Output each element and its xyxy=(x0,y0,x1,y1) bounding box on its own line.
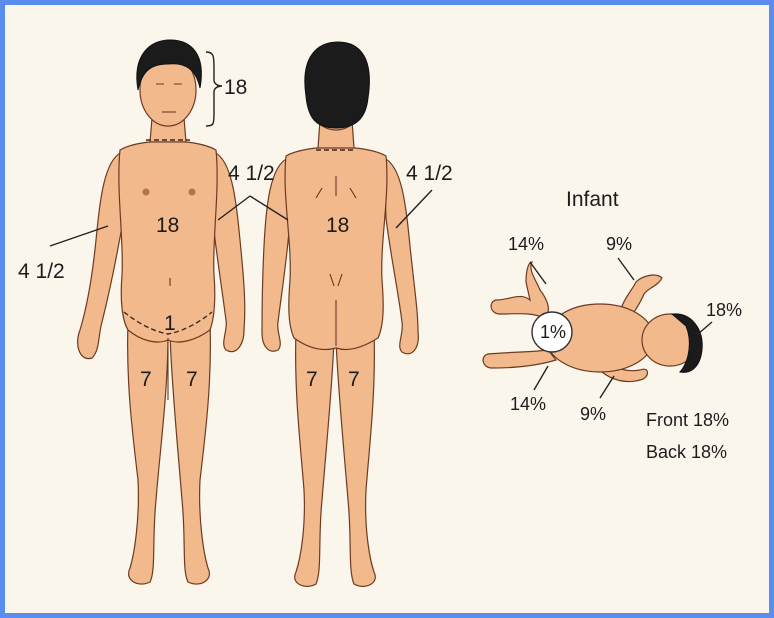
adult-back-leg-right-label: 7 xyxy=(348,368,360,391)
back-hair xyxy=(305,42,370,128)
adult-front-trunk-label: 18 xyxy=(156,214,179,237)
adult-front-leg-right-label: 7 xyxy=(186,368,198,391)
infant-lower-arm-label: 9% xyxy=(580,404,606,424)
adult-genital-label: 1 xyxy=(164,312,176,335)
infant-upper-arm-label: 9% xyxy=(606,234,632,254)
adult-back-arm-label: 4 1/2 xyxy=(406,162,453,185)
adult-back-leg-left-label: 7 xyxy=(306,368,318,391)
infant-lower-leg-label: 14% xyxy=(510,394,546,414)
infant-upper-arm-leader xyxy=(618,258,634,280)
infant-upper-leg xyxy=(491,262,548,318)
adult-front-arm-label: 4 1/2 xyxy=(18,260,65,283)
adult-front-figure xyxy=(78,40,245,584)
infant-lower-leg xyxy=(483,350,556,368)
infant-title: Infant xyxy=(566,188,619,211)
back-right-arm xyxy=(384,158,418,354)
infant-lower-arm-leader xyxy=(600,376,614,398)
infant-back-label: Back 18% xyxy=(646,442,727,462)
front-right-leg xyxy=(170,322,210,584)
infant-lower-leg-leader xyxy=(534,366,548,390)
adult-back-figure xyxy=(262,42,418,586)
adult-shared-arm-label: 4 1/2 xyxy=(228,162,275,185)
infant-upper-leg-label: 14% xyxy=(508,234,544,254)
adult-head-label: 18 xyxy=(224,76,247,99)
front-left-leg xyxy=(128,322,168,584)
infant-front-label: Front 18% xyxy=(646,410,729,430)
head-bracket xyxy=(206,52,222,126)
adult-front-leg-left-label: 7 xyxy=(140,368,152,391)
adult-back-trunk-label: 18 xyxy=(326,214,349,237)
front-nipple-left xyxy=(143,189,150,196)
infant-head-label: 18% xyxy=(706,300,742,320)
infant-head-leader xyxy=(698,322,712,334)
front-right-arm xyxy=(78,152,124,359)
infant-figure xyxy=(483,262,702,382)
infant-genital-label: 1% xyxy=(540,322,566,342)
front-nipple-right xyxy=(189,189,196,196)
